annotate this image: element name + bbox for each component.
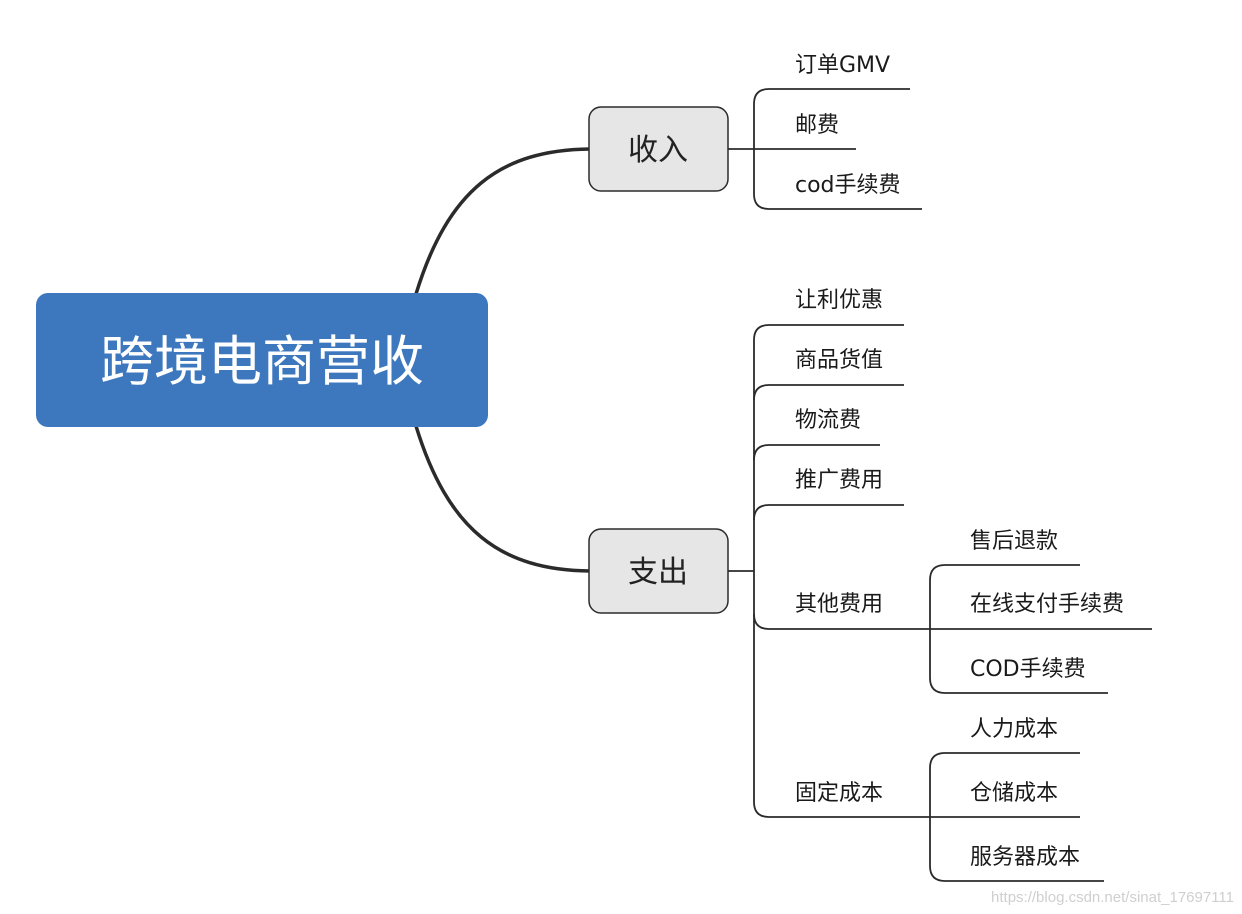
- fixed-cost-item: 服务器成本: [970, 845, 1080, 870]
- other-expense-item: 售后退款: [970, 529, 1058, 554]
- other-expense-connectors: [929, 564, 1152, 694]
- fixed-cost-item: 人力成本: [970, 717, 1058, 742]
- expense-label: 支出: [628, 555, 688, 590]
- fixed-cost-item: 仓储成本: [970, 781, 1058, 806]
- income-connectors: [728, 88, 922, 210]
- income-item: 订单GMV: [795, 53, 890, 78]
- root-label: 跨境电商营收: [100, 330, 424, 393]
- expense-item: 让利优惠: [795, 288, 883, 313]
- income-label: 收入: [628, 133, 688, 168]
- root-expense-connector: [414, 425, 591, 573]
- root-node[interactable]: [36, 293, 488, 427]
- expense-connectors: [728, 324, 930, 818]
- other-expense-item: COD手续费: [970, 657, 1086, 682]
- watermark: https://blog.csdn.net/sinat_17697111: [991, 889, 1234, 906]
- other-expense-label: 其他费用: [795, 592, 883, 617]
- income-item: 邮费: [795, 113, 839, 138]
- fixed-cost-label: 固定成本: [795, 781, 883, 806]
- other-expense-item: 在线支付手续费: [970, 592, 1124, 617]
- expense-item: 推广费用: [795, 468, 883, 493]
- fixed-cost-connectors: [929, 752, 1104, 882]
- expense-item: 物流费: [795, 408, 861, 433]
- expense-item: 商品货值: [795, 348, 883, 373]
- income-item: cod手续费: [795, 173, 901, 198]
- root-income-connector: [414, 147, 591, 295]
